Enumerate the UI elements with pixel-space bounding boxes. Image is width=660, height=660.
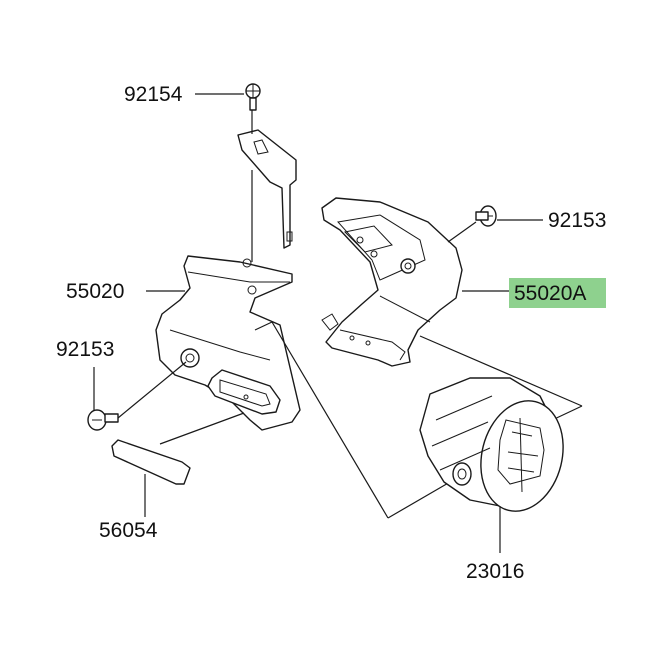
label-92153-left[interactable]: 92153 <box>56 338 114 361</box>
screw-92154[interactable] <box>245 83 261 111</box>
label-56054[interactable]: 56054 <box>99 519 158 542</box>
bracket[interactable] <box>237 129 297 249</box>
label-55020A[interactable]: 55020A <box>514 282 586 305</box>
label-23016[interactable]: 23016 <box>466 560 524 583</box>
highlight-55020A <box>509 278 606 308</box>
screw-92153-left[interactable] <box>87 409 119 431</box>
label-55020[interactable]: 55020 <box>66 280 124 303</box>
label-92154[interactable]: 92154 <box>124 83 183 106</box>
label-92153-right[interactable]: 92153 <box>548 209 606 232</box>
cover-55020[interactable] <box>155 255 301 431</box>
screw-92153-right[interactable] <box>475 205 497 227</box>
headlamp-23016[interactable] <box>419 377 574 520</box>
housing-55020A[interactable] <box>321 197 463 367</box>
reflector-56054[interactable] <box>111 439 191 485</box>
